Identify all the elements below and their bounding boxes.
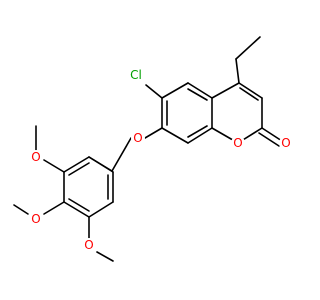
bond-ar3-ar4: [63, 201, 90, 218]
bond-c5-c6: [161, 82, 189, 99]
bonds-layer: [13, 36, 283, 262]
bond-c8-c8a-double: [187, 125, 208, 138]
bond-ar6-ar1: [88, 156, 114, 173]
carbonyl-oxygen-atom-label: O: [281, 136, 290, 150]
bond-c4-ethyl-ch2: [235, 58, 240, 84]
bond-c4a-c5: [187, 82, 213, 99]
bond-c4a-c4: [211, 82, 240, 99]
bond-c4-c3-double: [239, 87, 259, 101]
methoxy-oxygen-bottom-atom-label: O: [84, 238, 93, 252]
methoxy-oxygen-bottom-label-bg: [82, 238, 96, 252]
bond-c8-c8a: [187, 127, 213, 144]
ether-oxygen-label-bg: [131, 131, 145, 145]
bond-ar1-ar2-double: [68, 162, 90, 176]
methoxy-oxygen-middle-atom-label: O: [31, 212, 40, 226]
methoxy-oxygen-top-label-bg: [29, 150, 43, 164]
molecule-structure-diagram: Cl O O O O O O: [13, 36, 293, 262]
bond-ether-o-ch2: [111, 137, 132, 172]
bond-methoxy-o-bottom-ch3: [96, 251, 114, 262]
chlorine-label-bg: [127, 66, 145, 84]
ether-oxygen-atom-label: O: [133, 131, 142, 145]
bond-c2-carbonyl-double: [258, 132, 280, 147]
bond-c2-carbonyl: [261, 127, 283, 142]
bond-ar1-ar2: [63, 156, 90, 173]
carbonyl-oxygen-label-bg: [279, 136, 293, 150]
methoxy-oxygen-middle-label-bg: [29, 212, 43, 226]
bond-c4-c3: [238, 82, 263, 99]
bond-c7-ether-o: [144, 127, 163, 139]
chlorine-atom-label: Cl: [130, 68, 142, 82]
ring-oxygen-label-bg: [231, 136, 245, 150]
bond-c4a-c5-double: [187, 88, 208, 101]
bond-ar4-ar5: [88, 201, 114, 218]
bond-c6-cl: [145, 84, 163, 99]
bond-ar3-methoxy-o-middle: [43, 201, 65, 215]
bond-ar2-methoxy-o-top: [43, 159, 65, 173]
ring-oxygen-atom-label: O: [233, 136, 242, 150]
methoxy-oxygen-top-atom-label: O: [31, 150, 40, 164]
bond-ar3-ar4-double: [68, 198, 90, 212]
bond-c7-c8: [161, 127, 189, 144]
bond-methoxy-o-middle-ch3: [13, 204, 29, 215]
bond-ethyl-ch2-ch3: [235, 36, 261, 60]
atoms-layer: Cl O O O O O O: [29, 66, 293, 252]
